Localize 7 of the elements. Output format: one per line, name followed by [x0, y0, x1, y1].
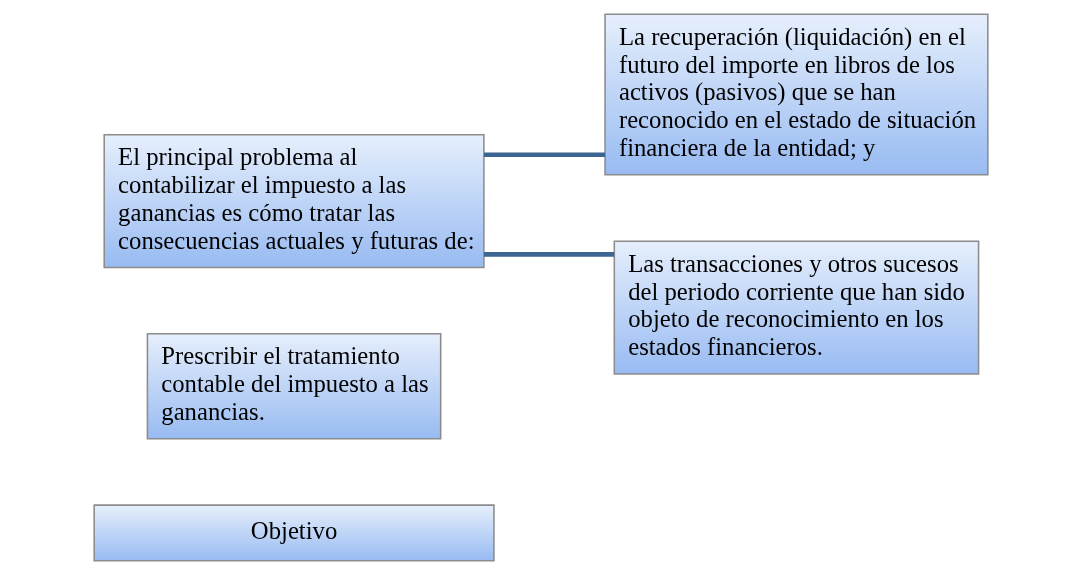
node-box: Objetivo [93, 504, 495, 562]
node-box: La recuperación (liquidación) en el futuro del importe en libros de los activos (pasivos) que se han reconocido en el estado de situación financiera de la entidad; y [604, 13, 989, 176]
node-box: Las transacciones y otros sucesos del periodo corriente que han sido objeto de reconocimiento en los estados financieros. [613, 240, 980, 375]
connector [484, 252, 615, 257]
node-box: Prescribir el tratamiento contable del impuesto a las ganancias. [146, 333, 442, 440]
connector [484, 152, 605, 158]
node-box: El principal problema al contabilizar el impuesto a las ganancias es cómo tratar las consecuencias actuales y futuras de: [103, 133, 485, 269]
